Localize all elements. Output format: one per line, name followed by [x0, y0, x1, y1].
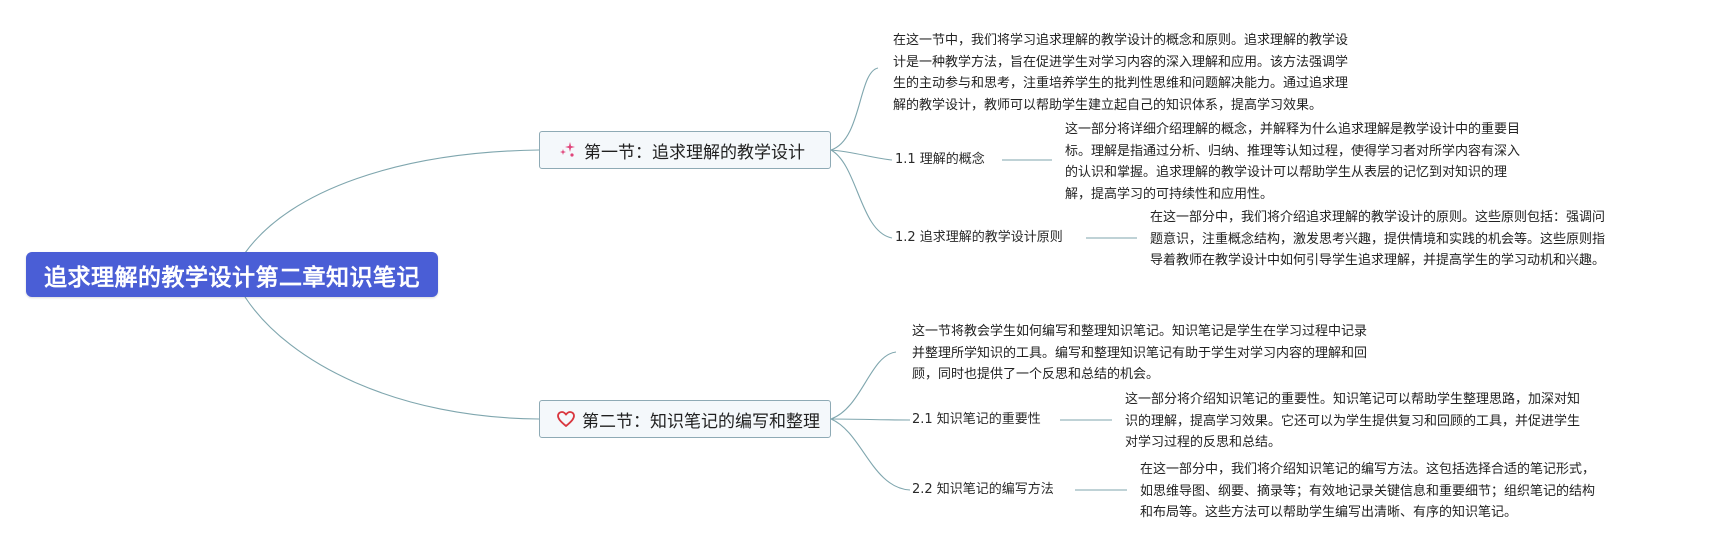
root-topic-label: 追求理解的教学设计第二章知识笔记: [44, 264, 420, 291]
section-node-2-label: 第二节：知识笔记的编写和整理: [582, 411, 820, 432]
section-2-intro: 这一节将教会学生如何编写和整理知识笔记。知识笔记是学生在学习过程中记录 并整理所…: [912, 324, 1368, 382]
subtopic-1-2-label[interactable]: 1.2 追求理解的教学设计原则: [895, 230, 1063, 245]
subtopic-1-2-text: 在这一部分中，我们将介绍追求理解的教学设计的原则。这些原则包括：强调问 题意识，…: [1150, 210, 1606, 268]
section-node-2[interactable]: 第二节：知识笔记的编写和整理: [539, 400, 831, 438]
connector-root-sec2: [244, 296, 540, 420]
subtopic-2-2-text: 在这一部分中，我们将介绍知识笔记的编写方法。这包括选择合适的笔记形式， 如思维导…: [1140, 462, 1596, 520]
connector-sec1-sub2: [830, 149, 893, 239]
connector-sec2-intro: [830, 351, 897, 420]
root-topic[interactable]: 追求理解的教学设计第二章知识笔记: [26, 252, 438, 297]
connector-root-sec1: [244, 149, 540, 254]
subtopic-1-1-label[interactable]: 1.1 理解的概念: [895, 152, 985, 167]
connector-sec2-sub1: [830, 418, 911, 421]
section-node-1[interactable]: 第一节：追求理解的教学设计: [539, 131, 831, 169]
heart-icon: [556, 408, 576, 430]
subtopic-2-2-label[interactable]: 2.2 知识笔记的编写方法: [912, 482, 1054, 497]
section-1-intro: 在这一节中，我们将学习追求理解的教学设计的概念和原则。追求理解的教学设 计是一种…: [893, 33, 1349, 113]
connector-sec2-sub2: [830, 418, 911, 491]
subtopic-2-1-text: 这一部分将介绍知识笔记的重要性。知识笔记可以帮助学生整理思路，加深对知 识的理解…: [1125, 392, 1581, 450]
sparkle-icon: [556, 139, 578, 161]
connector-sec1-intro: [830, 67, 879, 151]
subtopic-1-1-text: 这一部分将详细介绍理解的概念，并解释为什么追求理解是教学设计中的重要目 标。理解…: [1065, 122, 1521, 202]
section-node-1-label: 第一节：追求理解的教学设计: [584, 142, 805, 163]
connector-sec1-sub1: [830, 149, 893, 161]
subtopic-2-1-label[interactable]: 2.1 知识笔记的重要性: [912, 412, 1041, 427]
